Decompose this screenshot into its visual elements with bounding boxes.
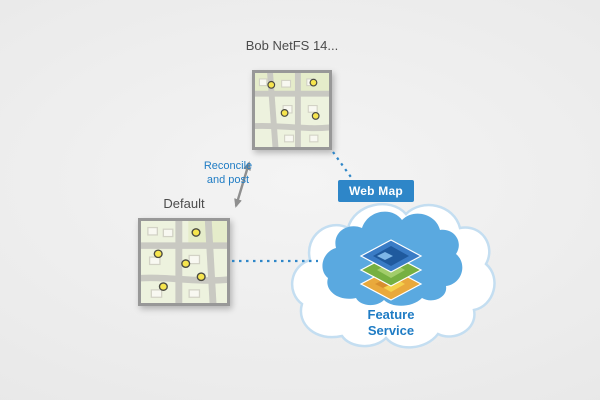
map-point-marker bbox=[280, 109, 289, 117]
map-point-marker bbox=[267, 80, 276, 89]
map-point-markers bbox=[267, 78, 320, 120]
reconcile-label-line1: Reconcile bbox=[203, 160, 253, 172]
version-map-thumbnail bbox=[252, 70, 332, 150]
default-map-thumbnail bbox=[138, 218, 230, 306]
map-point-marker bbox=[311, 111, 320, 120]
feature-service-layers-icon bbox=[359, 239, 423, 301]
map-buildings bbox=[147, 226, 201, 298]
reconcile-label-line2: and post bbox=[206, 174, 250, 186]
web-map-badge: Web Map bbox=[338, 180, 414, 202]
cloud-graphic: Feature Service bbox=[290, 202, 496, 349]
feature-service-label-line2: Service bbox=[368, 323, 414, 338]
map-point-marker bbox=[191, 228, 201, 237]
map-point-marker bbox=[309, 78, 318, 87]
map-point-marker bbox=[153, 249, 163, 259]
map-point-marker bbox=[181, 259, 191, 268]
map-roads bbox=[141, 221, 227, 303]
map-graphic bbox=[255, 73, 329, 147]
map-graphic bbox=[141, 221, 227, 303]
version-map-label: Bob NetFS 14... bbox=[245, 38, 339, 53]
reconcile-label: Reconcile and post bbox=[186, 159, 270, 187]
map-point-marker bbox=[158, 282, 168, 291]
cloud-group: Feature Service bbox=[286, 190, 496, 360]
map-point-marker bbox=[196, 272, 206, 282]
dotted-connector-version-to-webmap bbox=[332, 151, 354, 181]
default-map-label: Default bbox=[163, 196, 205, 211]
map-point-markers bbox=[153, 228, 206, 291]
feature-service-label-line1: Feature bbox=[368, 307, 415, 322]
